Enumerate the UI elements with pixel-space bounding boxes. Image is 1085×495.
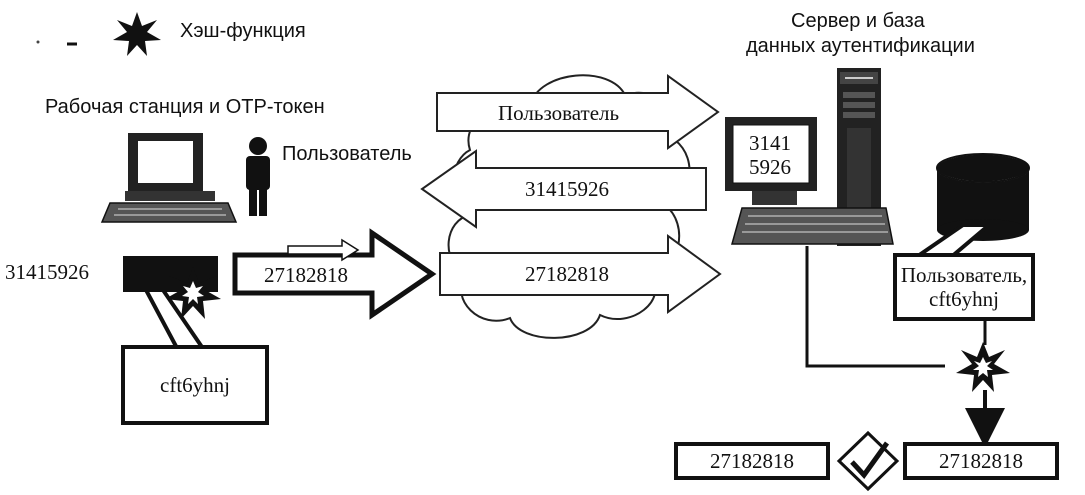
workstation-title: Рабочая станция и OTP-токен [45, 96, 325, 118]
challenge-arrow [420, 149, 707, 229]
database-icon [936, 153, 1030, 241]
database-record-user: Пользователь, [900, 263, 1028, 287]
legend-hash-icon [113, 12, 161, 56]
workstation-user-label: Пользователь [282, 143, 412, 165]
computed-value-box: 27182818 [903, 442, 1059, 480]
secret-key-value: cft6yhnj [160, 372, 230, 397]
user-arrow [436, 74, 720, 150]
database-record-box: Пользователь, cft6yhnj [893, 253, 1035, 321]
token-output-value: 27182818 [264, 263, 348, 287]
response-arrow [439, 234, 722, 314]
server-hash-icon [956, 342, 1010, 392]
database-record-secret: cft6yhnj [929, 287, 999, 311]
response-arrow-label: 27182818 [525, 262, 609, 286]
connector-lines [805, 246, 987, 368]
expected-value-box: 27182818 [674, 442, 830, 480]
server-screen-line2: 5926 [749, 155, 791, 179]
match-check-icon [836, 430, 900, 492]
server-title-line2: данных аутентификации [746, 35, 975, 57]
legend-hash-label: Хэш-функция [180, 20, 306, 42]
server-monitor-icon [725, 117, 894, 245]
expected-value: 27182818 [710, 448, 794, 473]
token-challenge-value: 31415926 [5, 260, 89, 284]
server-screen-line1: 3141 [749, 131, 791, 155]
challenge-arrow-label: 31415926 [525, 177, 609, 201]
user-person-icon [246, 137, 270, 216]
token-hash-icon [165, 267, 221, 319]
server-title-line1: Сервер и база [791, 10, 925, 32]
workstation-computer-icon [100, 133, 238, 223]
small-arrow-icon [287, 238, 360, 262]
computed-value: 27182818 [939, 448, 1023, 473]
token-output-arrow [232, 228, 437, 320]
user-arrow-label: Пользователь [498, 101, 620, 125]
secret-key-box: cft6yhnj [121, 345, 269, 425]
